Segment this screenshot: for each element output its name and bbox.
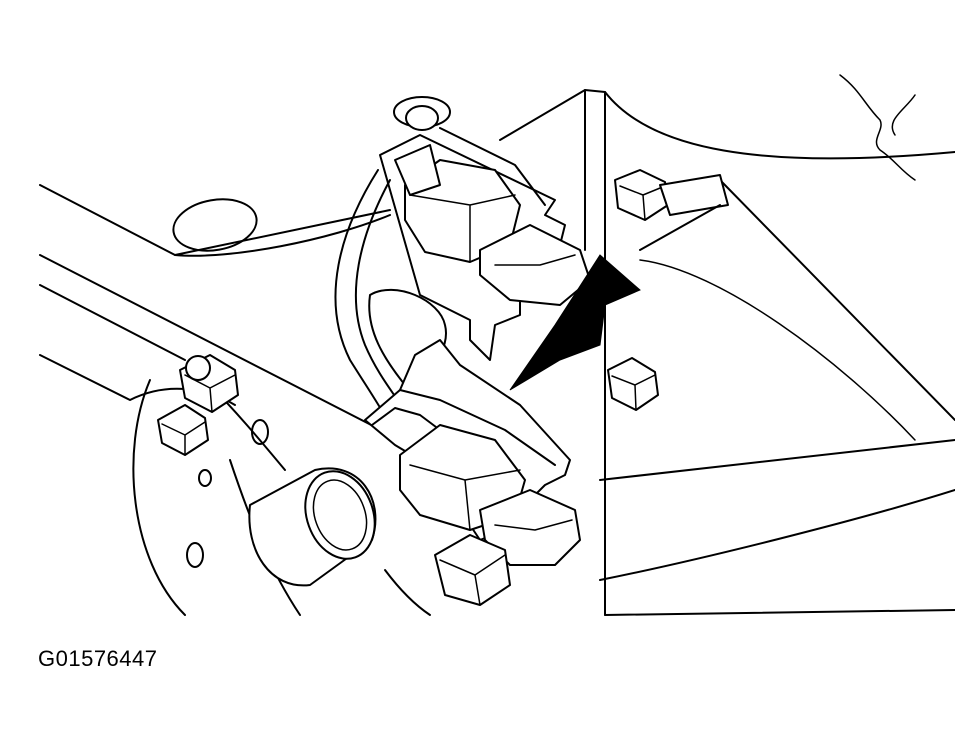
arrow-pointer-icon bbox=[509, 254, 641, 391]
boss-pin bbox=[248, 467, 377, 587]
right-bolt-lower bbox=[607, 357, 659, 411]
flange-bolt-lower bbox=[157, 404, 209, 456]
lower-fitting bbox=[399, 424, 581, 566]
figure-id-label: G01576447 bbox=[38, 646, 158, 671]
housing-outline bbox=[499, 74, 955, 616]
bracket-outline bbox=[39, 184, 421, 451]
upper-fitting bbox=[394, 144, 591, 306]
lower-bolt bbox=[434, 534, 511, 606]
flange-bolt-upper bbox=[179, 354, 239, 413]
right-bolt-upper bbox=[614, 169, 729, 251]
